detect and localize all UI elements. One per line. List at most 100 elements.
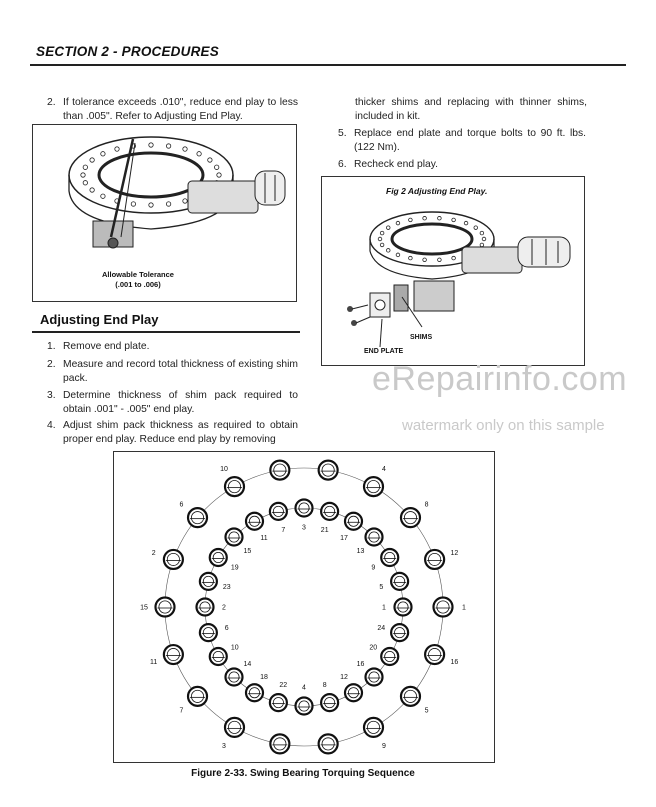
step-text: Measure and record total thickness of ex… — [63, 359, 298, 384]
outer-bolt: 17 — [269, 733, 291, 769]
step-text: Adjust shim pack thickness as required t… — [63, 420, 298, 445]
inner-bolt: 3 — [294, 498, 314, 532]
outer-bolt-label: 16 — [450, 659, 458, 666]
bolt-hole-icon — [437, 216, 442, 221]
outer-bolt: 6 — [179, 502, 209, 529]
bolt-hole-icon — [148, 142, 154, 148]
adjust-step: 2. Measure and record total thickness of… — [47, 358, 298, 386]
inner-bolt: 19 — [208, 547, 239, 572]
bolt-hole-icon — [114, 146, 120, 152]
inner-bolt-label: 7 — [281, 527, 285, 534]
inner-bolt: 24 — [377, 623, 410, 643]
inner-bolt-label: 5 — [379, 584, 383, 591]
inner-bolt-label: 3 — [302, 525, 306, 532]
bolt-hole-icon — [386, 225, 391, 230]
inner-bolt-label: 24 — [377, 625, 385, 632]
step-text: If tolerance exceeds .010", reduce end p… — [63, 97, 298, 122]
torque-sequence-diagram: 1128418141062151173171395161591317213711… — [140, 447, 466, 769]
section-title: SECTION 2 - PROCEDURES — [36, 44, 219, 59]
tolerance-label: Allowable Tolerance — [102, 270, 174, 279]
bolt-hole-icon — [165, 201, 172, 207]
outer-bolt: 16 — [424, 643, 458, 666]
outer-bolt: 8 — [399, 502, 429, 529]
bolt-hole-icon — [479, 242, 485, 248]
bolt-hole-icon — [100, 151, 106, 157]
bolt-hole-icon — [379, 242, 385, 248]
inner-bolt-label: 20 — [369, 645, 377, 652]
bolt-hole-icon — [207, 157, 213, 163]
inner-bolt-label: 17 — [340, 535, 348, 542]
outer-bolt: 5 — [399, 685, 429, 714]
end-plate-label: END PLATE — [364, 348, 404, 355]
bolt-hole-icon — [182, 146, 188, 152]
outer-bolt: 14 — [269, 447, 291, 481]
inner-bolt: 20 — [369, 645, 400, 667]
inner-bolt: 6 — [198, 623, 229, 643]
inner-bolt: 1 — [382, 597, 413, 617]
bolt-hole-icon — [165, 143, 172, 149]
outer-bolt: 18 — [317, 447, 339, 481]
fig2-title: Fig 2 Adjusting End Play. — [386, 186, 488, 196]
outer-bolt-label: 2 — [152, 550, 156, 557]
bolt-hole-icon — [408, 217, 413, 223]
outer-bolt-label: 5 — [425, 707, 429, 714]
inner-bolt-label: 22 — [279, 682, 287, 689]
inner-bolt: 9 — [371, 547, 400, 572]
bolt-hole-icon — [100, 193, 106, 199]
header-rule — [30, 64, 626, 66]
inner-bolt: 15 — [224, 527, 251, 555]
outer-bolt-label: 15 — [140, 605, 148, 612]
bolt-hole-icon — [148, 202, 154, 208]
bolt-hole-icon — [473, 225, 478, 230]
figure-caption: Figure 2-33. Swing Bearing Torquing Sequ… — [191, 768, 415, 779]
outer-bolt: 15 — [140, 596, 176, 618]
bolt-hole-icon — [451, 255, 456, 261]
bolt-hole-icon — [386, 248, 391, 253]
step-text: Replace end plate and torque bolts to 90… — [354, 128, 586, 153]
continued-text: thicker shims and replacing with thinner… — [355, 97, 587, 122]
step-number: 2. — [47, 359, 56, 370]
inner-bolt: 21 — [320, 501, 340, 534]
bolt-hole-icon — [422, 216, 427, 221]
bolt-hole-icon — [130, 201, 137, 207]
bolt-hole-icon — [395, 220, 401, 226]
end-play-figure: Allowable Tolerance (.001 to .006) — [32, 124, 297, 302]
inner-bolt-label: 1 — [382, 605, 386, 612]
bolt-hole-icon — [196, 151, 202, 157]
inner-bolt-label: 8 — [323, 682, 327, 689]
bolt-hole-icon — [214, 164, 220, 170]
inner-bolt: 17 — [340, 511, 364, 542]
outer-bolt-label: 12 — [450, 550, 458, 557]
inner-bolt: 13 — [357, 527, 384, 555]
step-number: 1. — [47, 341, 56, 352]
inner-bolt-label: 4 — [302, 685, 306, 692]
inner-bolt-label: 16 — [357, 661, 365, 668]
right-step: 5. Replace end plate and torque bolts to… — [338, 127, 587, 155]
bolt-hole-icon — [182, 198, 188, 204]
end-plate-illustration — [347, 211, 571, 348]
tolerance-range: (.001 to .006) — [115, 280, 161, 289]
outer-bolt: 13 — [317, 733, 339, 769]
shims-label: SHIMS — [410, 334, 433, 341]
outer-bolt-label: 18 — [328, 452, 336, 454]
bolt-hole-icon — [451, 217, 456, 223]
outer-bolt: 10 — [220, 466, 246, 498]
step-text: Determine thickness of shim pack require… — [63, 390, 298, 415]
inner-bolt: 22 — [268, 682, 288, 713]
outer-bolt-label: 11 — [150, 659, 157, 666]
inner-bolt-label: 14 — [244, 661, 252, 668]
outer-bolt-label: 6 — [179, 502, 183, 509]
inner-bolt: 8 — [320, 682, 340, 713]
outer-bolt: 4 — [362, 466, 386, 498]
inner-bolt: 10 — [208, 645, 239, 667]
bolt-hole-icon — [89, 157, 95, 163]
inner-bolt: 11 — [244, 511, 268, 542]
inner-bolt: 12 — [340, 674, 364, 703]
outer-bolt-label: 4 — [382, 466, 386, 473]
bolt-hole-icon — [395, 252, 401, 258]
inner-bolt-label: 18 — [260, 674, 268, 681]
inner-bolt: 23 — [198, 571, 231, 591]
bolt-hole-icon — [377, 236, 383, 242]
outer-bolt-label: 10 — [220, 466, 228, 473]
bolt-hole-icon — [479, 230, 485, 236]
